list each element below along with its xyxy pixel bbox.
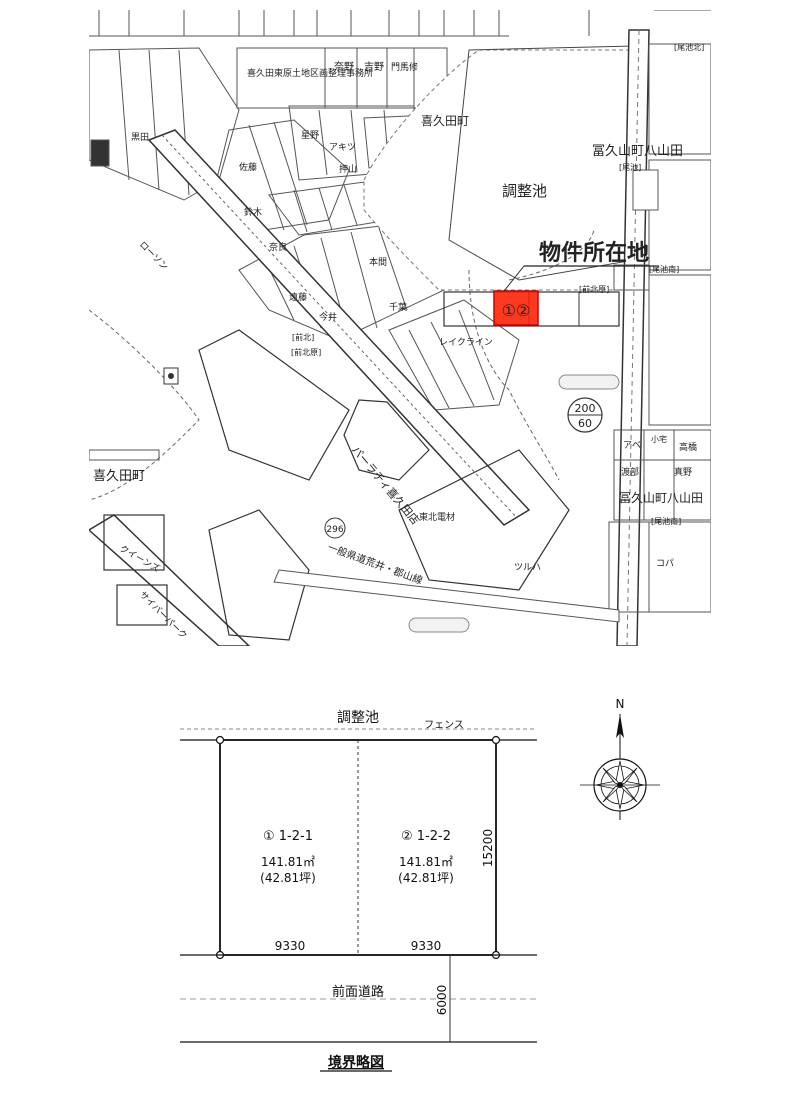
house-name-19: 今井 (319, 311, 337, 323)
lot-1-area-tsubo: (42.81坪) (260, 871, 316, 885)
north-compass: N (580, 697, 660, 820)
house-name-15: 小宅 (651, 434, 667, 444)
plan-pond-label: 調整池 (337, 710, 379, 726)
lot-1-area-m2: 141.81㎡ (261, 855, 315, 869)
road-label: 前面道路 (332, 984, 384, 1000)
corner-marker (215, 735, 225, 745)
house-name-1: 奈野 (334, 60, 354, 73)
house-name-13: 真野 (674, 466, 692, 478)
street-label-4: [尾池北] (674, 42, 704, 52)
pond-area (363, 45, 635, 291)
lot-2-frontage: 9330 (411, 939, 442, 953)
map-pond-label: 調整池 (502, 182, 547, 200)
property-marker: ①② (502, 301, 531, 320)
route-shield (324, 517, 346, 539)
badge-bottom-value: 60 (578, 417, 592, 430)
shop-name-6: ツルハ (514, 563, 541, 573)
house-name-7: 鈴木 (244, 206, 262, 218)
house-name-5: アキツ (329, 143, 356, 153)
location-map: ①② 200 60 296 調整池 物件所在地 喜久田町 喜久田町 冨久山町八山… (89, 10, 711, 646)
house-name-14: アベ (623, 441, 641, 451)
shop-name-4: レイクライン (439, 337, 493, 348)
house-name-17: 千葉 (389, 301, 407, 313)
street-label-7: [尾池南] (651, 516, 681, 526)
lower-road (89, 449, 620, 623)
lot-1-frontage: 9330 (275, 939, 306, 953)
street-label-5: [尾池] (619, 162, 641, 172)
lot-1-id: ① 1-2-1 (263, 829, 313, 844)
badges: 200 60 296 (163, 367, 620, 633)
lot-2-area-m2: 141.81㎡ (399, 855, 453, 869)
shop-name-5: 東北電材 (419, 511, 455, 523)
house-name-8: 奈良 (269, 241, 287, 253)
house-name-4: 星野 (301, 130, 319, 141)
readjustment-office-label: 喜久田東原土地区画整理事務所 (247, 67, 373, 79)
house-name-12: 渡部 (621, 466, 639, 478)
house-name-6: 押山 (339, 163, 357, 175)
property-highlight (493, 290, 539, 326)
north-label: N (616, 697, 625, 711)
property-parcel: ①② (443, 265, 659, 327)
town-kikuta-top: 喜久田町 (421, 114, 469, 128)
town-tomiku-south: 冨久山町八山田 (619, 491, 703, 505)
lot-2-id: ② 1-2-2 (401, 829, 451, 844)
house-name-18: 本間 (369, 256, 387, 268)
street-label-2: [前北原] (291, 347, 321, 357)
property-location-label: 物件所在地 (539, 240, 649, 266)
location-leader-line (503, 265, 525, 292)
road-width: 6000 (435, 985, 449, 1016)
corner-marker (491, 735, 501, 745)
district-dashed-lines (89, 229, 595, 501)
shop-name-7: コパ (656, 558, 674, 569)
top-parcel-row (89, 10, 590, 37)
commercial-blocks (103, 329, 570, 641)
map-canvas: ①② 200 60 296 調整池 物件所在地 喜久田町 喜久田町 冨久山町八山… (89, 10, 711, 646)
main-diagonal-road (89, 129, 531, 646)
house-name-3: 門馬修 (391, 61, 418, 73)
house-name-9: 佐藤 (239, 161, 257, 173)
town-tomiku-north: 冨久山町八山田 (592, 144, 683, 159)
depth-dimension: 15200 (481, 829, 495, 867)
street-label-6: [尾池南] (649, 264, 679, 274)
house-name-10: 黒田 (131, 132, 149, 143)
route-number: 296 (326, 525, 343, 535)
plan-canvas: 調整池 フェンス ① 1-2-1 141.81㎡ (42.81坪) 9330 ②… (180, 697, 660, 1072)
east-parcels (608, 10, 711, 613)
plan-title: 境界略図 (328, 1054, 384, 1071)
street-label-3: [前北] (292, 332, 314, 342)
house-name-11: 高橋 (679, 441, 697, 453)
house-name-2: 吉野 (364, 61, 384, 73)
readjustment-block (236, 47, 448, 109)
fence-label: フェンス (424, 720, 464, 731)
house-name-16: 遠藤 (289, 291, 307, 303)
badge-top-value: 200 (575, 402, 596, 415)
town-kikuta-left: 喜久田町 (93, 469, 145, 484)
boundary-plan: 調整池 フェンス ① 1-2-1 141.81㎡ (42.81坪) 9330 ②… (0, 690, 800, 1110)
lot-2-area-tsubo: (42.81坪) (398, 871, 454, 885)
street-label-1: [前北原] (579, 284, 609, 294)
